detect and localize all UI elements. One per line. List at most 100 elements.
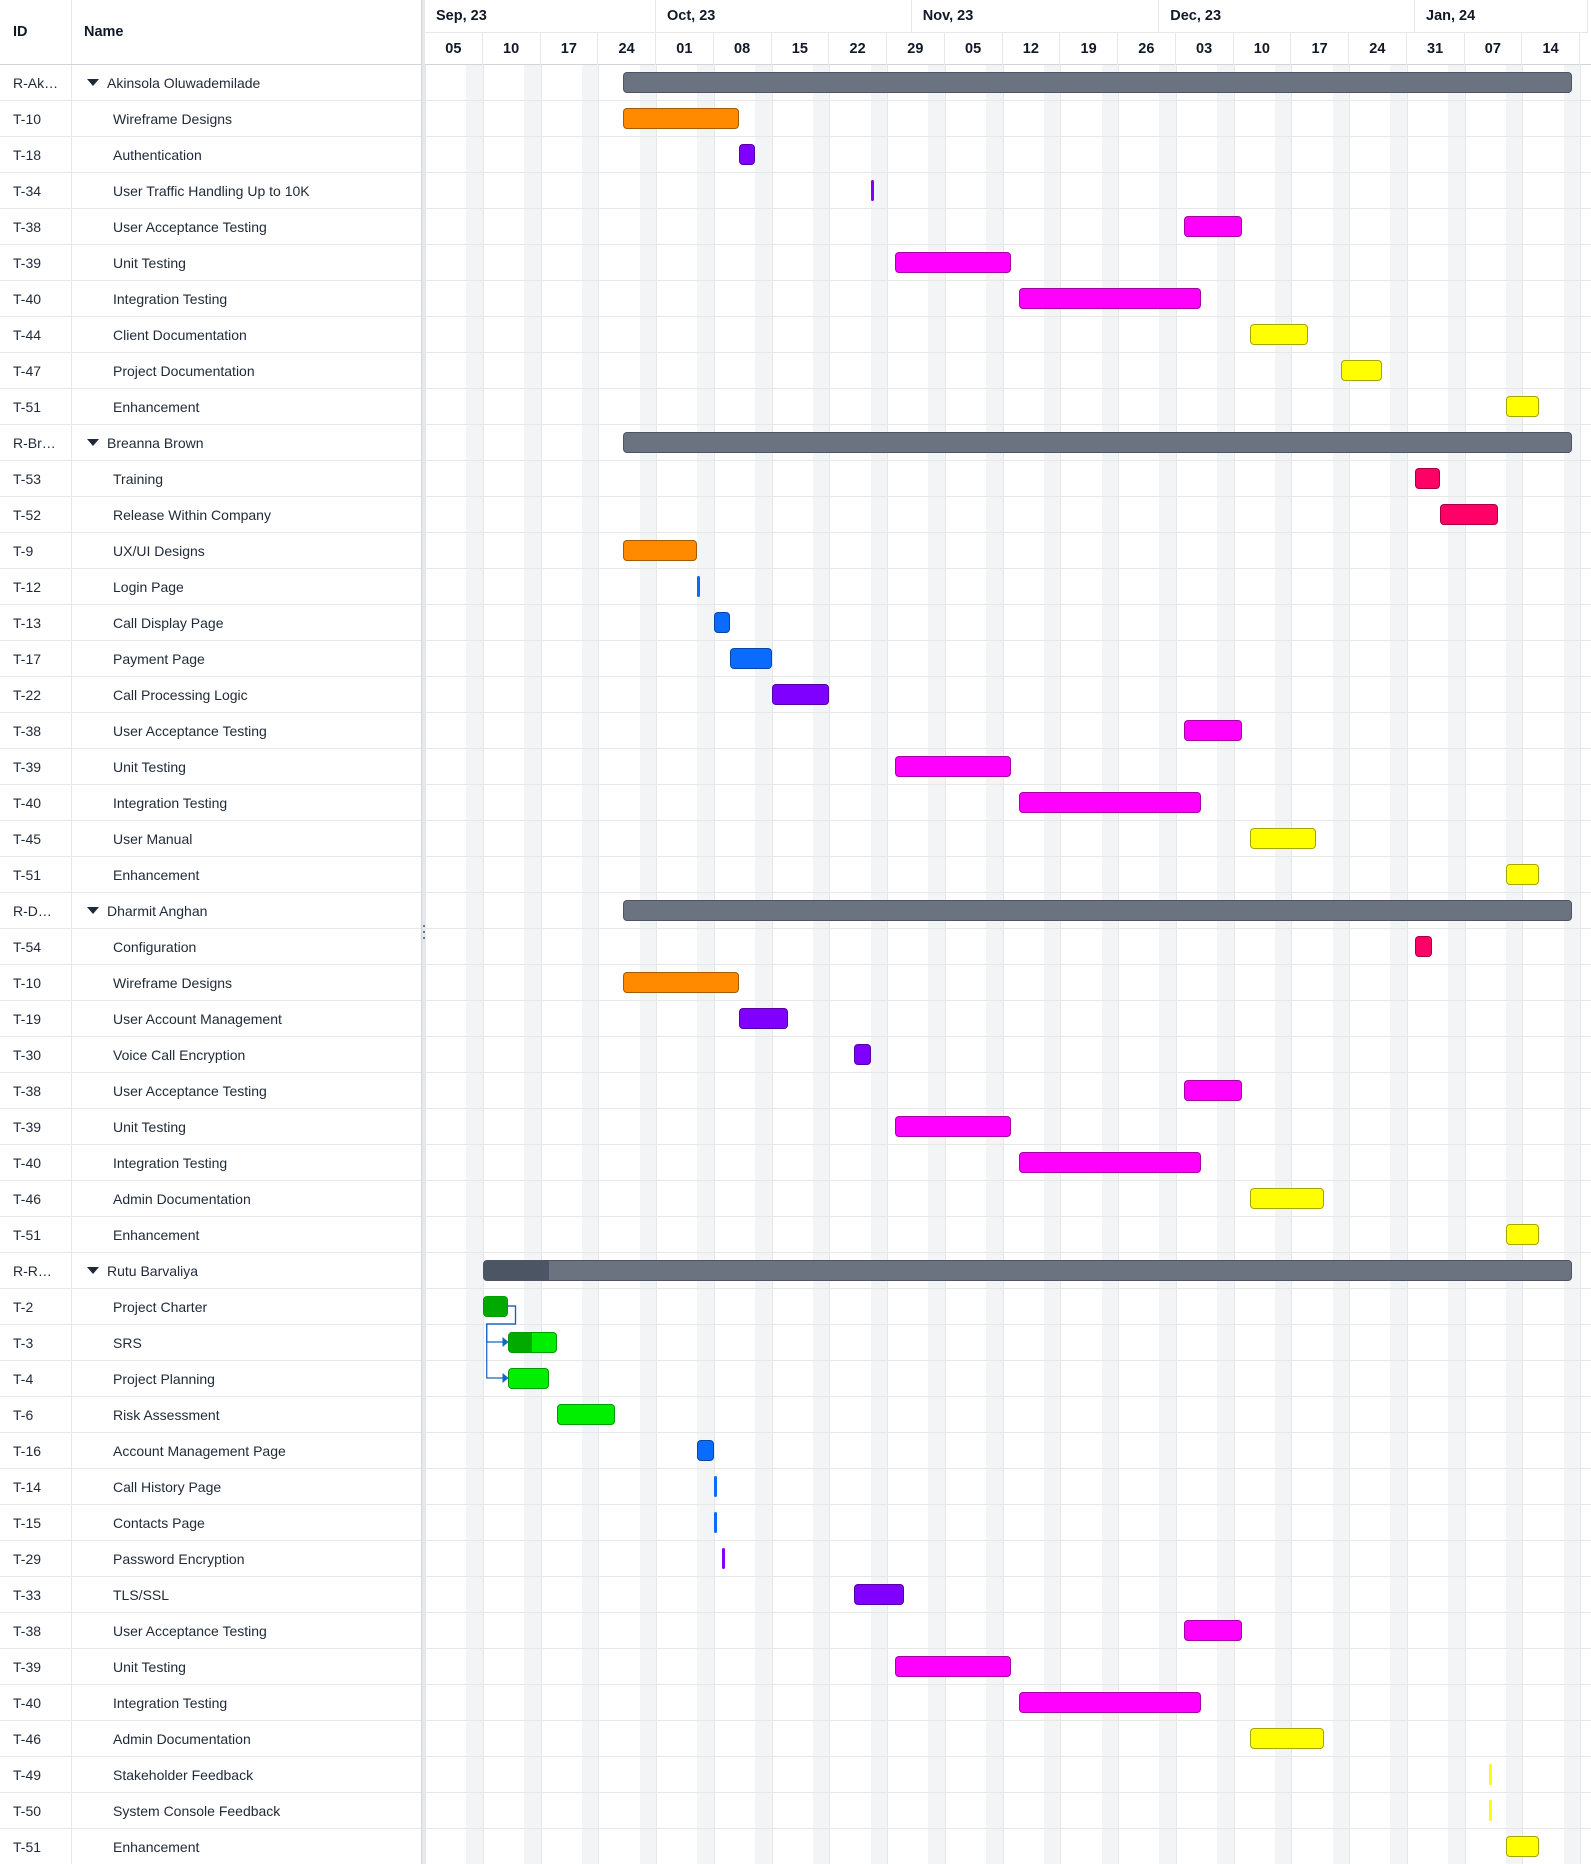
task-bar[interactable] xyxy=(1019,792,1201,813)
task-bar[interactable] xyxy=(854,1044,871,1065)
task-bar[interactable] xyxy=(623,540,698,561)
milestone-marker[interactable] xyxy=(722,1548,725,1569)
milestone-marker[interactable] xyxy=(713,1512,717,1533)
summary-bar[interactable] xyxy=(482,1260,1572,1281)
task-bar[interactable] xyxy=(1505,1224,1539,1245)
task-bar[interactable] xyxy=(1184,216,1242,237)
collapse-caret-icon[interactable] xyxy=(87,1267,99,1274)
task-bar[interactable] xyxy=(1184,1620,1242,1641)
column-header-id[interactable]: ID xyxy=(0,0,72,64)
collapse-caret-icon[interactable] xyxy=(87,439,99,446)
task-bar[interactable] xyxy=(895,756,1011,777)
task-bar[interactable] xyxy=(1505,1836,1539,1857)
task-bar[interactable] xyxy=(623,972,739,993)
task-bar[interactable] xyxy=(895,252,1011,273)
resource-row[interactable]: R-Br…Breanna Brown xyxy=(0,425,421,461)
resource-row[interactable]: R-D…Dharmit Anghan xyxy=(0,893,421,929)
task-bar[interactable] xyxy=(557,1404,615,1425)
milestone-marker[interactable] xyxy=(713,1476,717,1497)
resource-row[interactable]: R-R…Rutu Barvaliya xyxy=(0,1253,421,1289)
task-bar[interactable] xyxy=(713,612,731,633)
task-bar[interactable] xyxy=(482,1296,508,1317)
collapse-caret-icon[interactable] xyxy=(87,907,99,914)
task-bar[interactable] xyxy=(1439,504,1498,525)
task-bar[interactable] xyxy=(1250,324,1308,345)
collapse-caret-icon[interactable] xyxy=(87,79,99,86)
task-bar[interactable] xyxy=(738,144,755,165)
task-bar[interactable] xyxy=(1184,1080,1242,1101)
milestone-marker[interactable] xyxy=(697,576,701,597)
milestone-marker[interactable] xyxy=(870,180,874,201)
task-bar[interactable] xyxy=(1415,468,1440,489)
summary-bar[interactable] xyxy=(623,900,1572,921)
summary-bar[interactable] xyxy=(623,72,1572,93)
task-bar[interactable] xyxy=(507,1368,549,1389)
task-bar[interactable] xyxy=(697,1440,714,1461)
task-bar[interactable] xyxy=(623,108,739,129)
task-bar[interactable] xyxy=(1019,1692,1201,1713)
task-bar[interactable] xyxy=(1019,1152,1201,1173)
task-bar[interactable] xyxy=(895,1656,1011,1677)
task-bar[interactable] xyxy=(1184,720,1242,741)
task-bar[interactable] xyxy=(771,684,830,705)
splitter-handle-icon[interactable] xyxy=(422,925,426,939)
milestone-marker[interactable] xyxy=(1489,1764,1493,1785)
task-bar[interactable] xyxy=(1505,396,1539,417)
pane-splitter[interactable] xyxy=(421,0,425,1864)
task-bar[interactable] xyxy=(730,648,772,669)
task-bar[interactable] xyxy=(1250,1728,1325,1749)
task-bar[interactable] xyxy=(1505,864,1539,885)
task-bar[interactable] xyxy=(507,1332,557,1353)
milestone-marker[interactable] xyxy=(1489,1800,1493,1821)
task-bar[interactable] xyxy=(1340,360,1382,381)
task-bar[interactable] xyxy=(1415,936,1432,957)
task-bar[interactable] xyxy=(895,1116,1011,1137)
resource-row[interactable]: R-Ak…Akinsola Oluwademilade xyxy=(0,65,421,101)
task-bar[interactable] xyxy=(1250,828,1316,849)
column-header-name[interactable]: Name xyxy=(84,24,124,40)
task-bar[interactable] xyxy=(1019,288,1201,309)
